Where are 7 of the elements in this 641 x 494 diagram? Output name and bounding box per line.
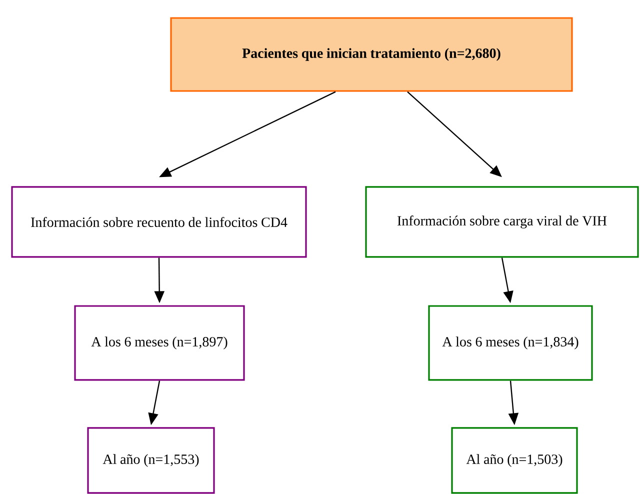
start-box: Pacientes que inician tratamiento (n=2,680) (170, 17, 573, 92)
process-box: Al año (n=1,503) (451, 427, 578, 494)
process-box: A los 6 meses (n=1,897) (74, 305, 245, 381)
process-box: Información sobre recuento de linfocitos CD4 (11, 186, 307, 258)
process-box: A los 6 meses (n=1,834) (428, 305, 593, 381)
process-box: Al año (n=1,553) (87, 427, 215, 494)
process-box: Información sobre carga viral de VIH (365, 186, 639, 258)
